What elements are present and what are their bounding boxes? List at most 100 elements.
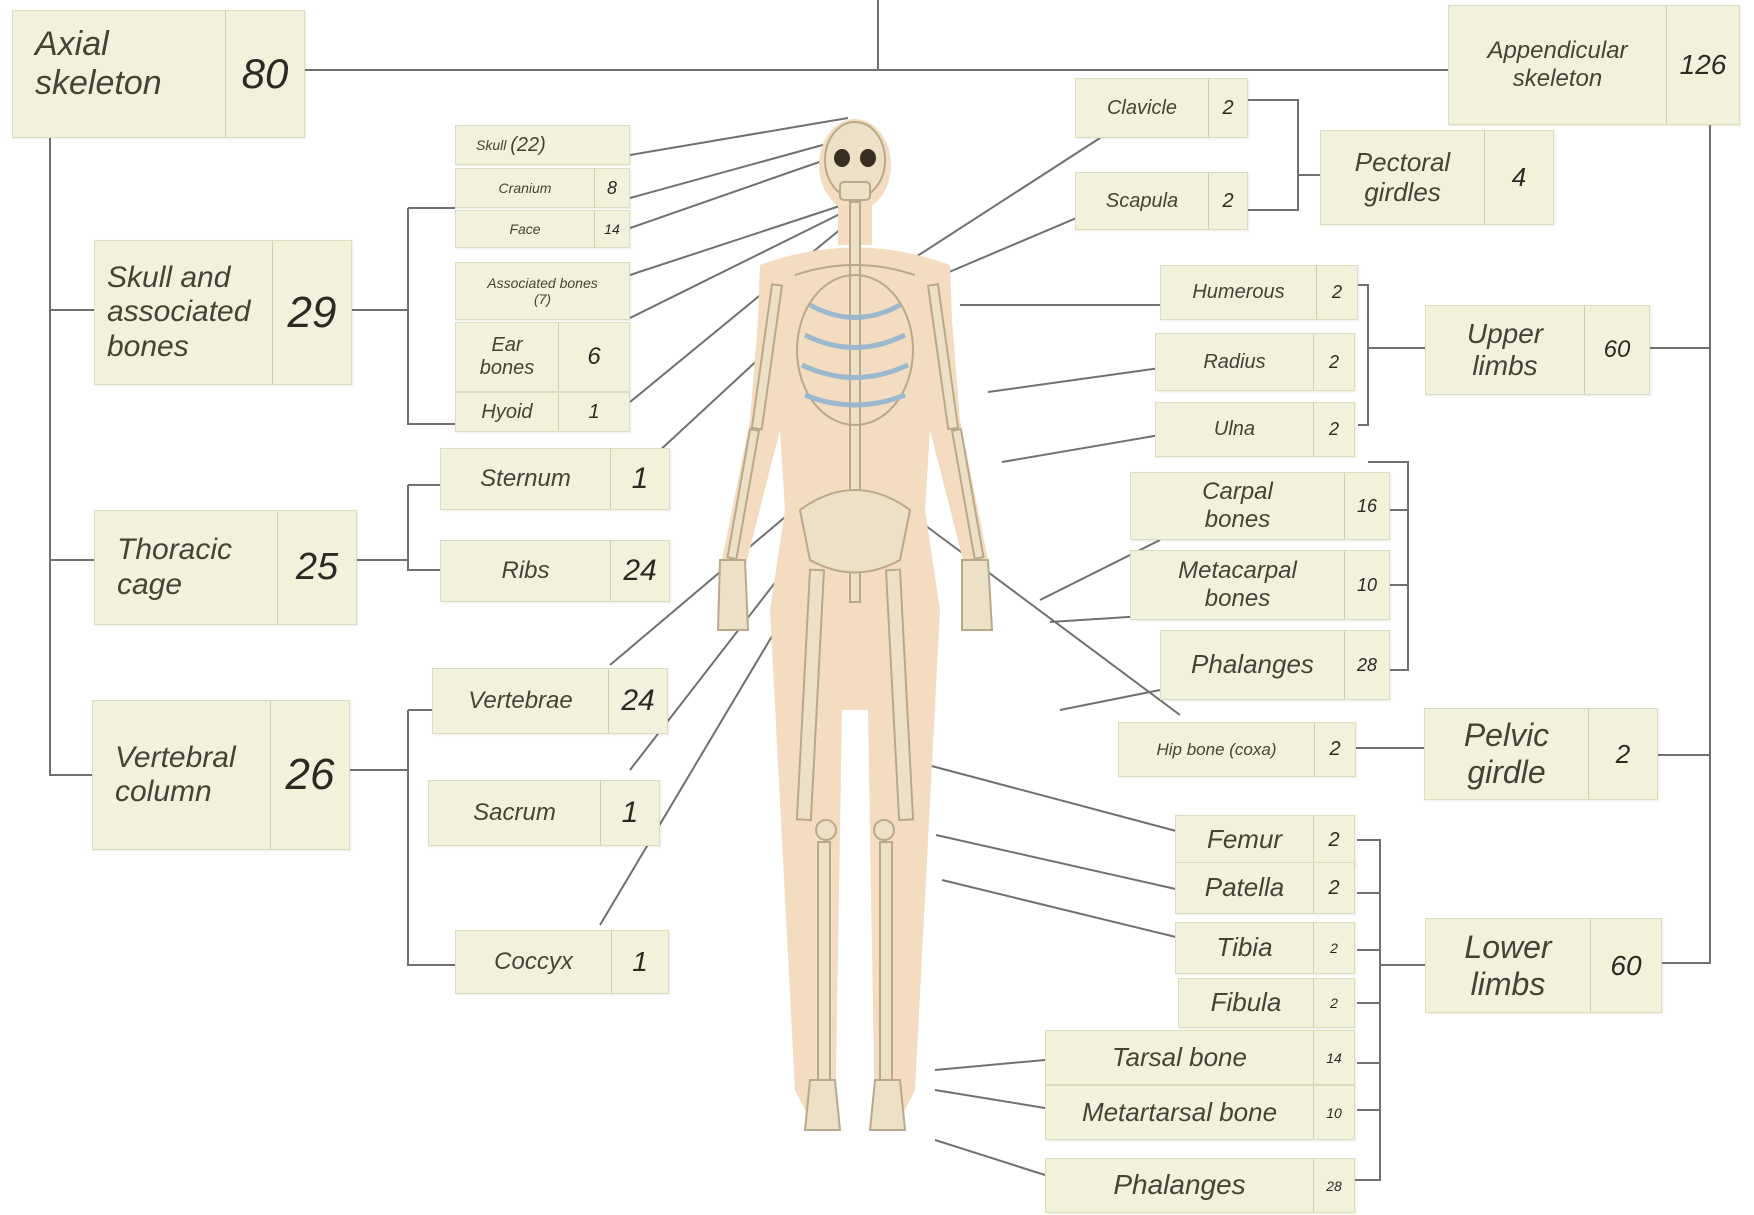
hip-bone-count: 2 bbox=[1314, 723, 1355, 776]
vertebrae-count: 24 bbox=[608, 669, 667, 733]
sacrum-box: Sacrum 1 bbox=[428, 780, 660, 846]
tarsal-bone-count: 14 bbox=[1313, 1031, 1354, 1084]
axial-skeleton-count: 80 bbox=[225, 11, 304, 137]
hyoid-label: Hyoid bbox=[456, 393, 558, 431]
radius-count: 2 bbox=[1313, 334, 1354, 390]
ulna-count: 2 bbox=[1313, 403, 1354, 456]
foot-phalanges-label: Phalanges bbox=[1046, 1159, 1313, 1212]
metacarpal-bones-label: Metacarpal bones bbox=[1131, 551, 1344, 619]
ear-bones-box: Ear bones 6 bbox=[455, 322, 630, 392]
vertebral-column-box: Vertebral column 26 bbox=[92, 700, 350, 850]
hand-phalanges-count: 28 bbox=[1344, 631, 1389, 699]
carpal-bones-count: 16 bbox=[1344, 473, 1389, 539]
sternum-count: 1 bbox=[610, 449, 669, 509]
femur-label: Femur bbox=[1176, 816, 1313, 864]
scapula-count: 2 bbox=[1208, 173, 1247, 229]
fibula-box: Fibula 2 bbox=[1178, 978, 1355, 1028]
coccyx-count: 1 bbox=[611, 931, 668, 993]
skull-associated-box: Skull and associated bones 29 bbox=[94, 240, 352, 385]
human-skeleton-illustration bbox=[690, 90, 1020, 1170]
ear-bones-label: Ear bones bbox=[456, 323, 558, 391]
skull-associated-count: 29 bbox=[272, 241, 351, 384]
femur-count: 2 bbox=[1313, 816, 1354, 864]
lower-limbs-box: Lower limbs 60 bbox=[1425, 918, 1662, 1013]
ulna-box: Ulna 2 bbox=[1155, 402, 1355, 457]
patella-box: Patella 2 bbox=[1175, 862, 1355, 914]
tibia-box: Tibia 2 bbox=[1175, 922, 1355, 974]
tarsal-bone-label: Tarsal bone bbox=[1046, 1031, 1313, 1084]
hand-phalanges-label: Phalanges bbox=[1161, 631, 1344, 699]
coccyx-box: Coccyx 1 bbox=[455, 930, 669, 994]
associated-bones-label: Associated bones (7) bbox=[456, 263, 629, 319]
metatarsal-bone-label: Metartarsal bone bbox=[1046, 1086, 1313, 1139]
appendicular-skeleton-label: Appendicular skeleton bbox=[1449, 6, 1666, 124]
cranium-label: Cranium bbox=[456, 169, 594, 207]
carpal-bones-box: Carpal bones 16 bbox=[1130, 472, 1390, 540]
fibula-label: Fibula bbox=[1179, 979, 1313, 1027]
upper-limbs-box: Upper limbs 60 bbox=[1425, 305, 1650, 395]
upper-limbs-label: Upper limbs bbox=[1426, 306, 1584, 394]
ulna-label: Ulna bbox=[1156, 403, 1313, 456]
tarsal-bone-box: Tarsal bone 14 bbox=[1045, 1030, 1355, 1085]
sacrum-label: Sacrum bbox=[429, 781, 600, 845]
fibula-count: 2 bbox=[1313, 979, 1354, 1027]
hyoid-count: 1 bbox=[558, 393, 629, 431]
hand-phalanges-box: Phalanges 28 bbox=[1160, 630, 1390, 700]
thoracic-cage-box: Thoracic cage 25 bbox=[94, 510, 357, 625]
skull-count: (22) bbox=[510, 134, 546, 157]
coccyx-label: Coccyx bbox=[456, 931, 611, 993]
cranium-count: 8 bbox=[594, 169, 629, 207]
metacarpal-bones-count: 10 bbox=[1344, 551, 1389, 619]
face-label: Face bbox=[456, 211, 594, 247]
humerus-box: Humerous 2 bbox=[1160, 265, 1358, 320]
skull-box: Skull (22) bbox=[455, 125, 630, 165]
metacarpal-bones-box: Metacarpal bones 10 bbox=[1130, 550, 1390, 620]
sternum-label: Sternum bbox=[441, 449, 610, 509]
ribs-box: Ribs 24 bbox=[440, 540, 670, 602]
scapula-label: Scapula bbox=[1076, 173, 1208, 229]
scapula-box: Scapula 2 bbox=[1075, 172, 1248, 230]
axial-skeleton-box: Axial skeleton 80 bbox=[12, 10, 305, 138]
carpal-bones-label: Carpal bones bbox=[1131, 473, 1344, 539]
thoracic-cage-count: 25 bbox=[277, 511, 356, 624]
ear-bones-count: 6 bbox=[558, 323, 629, 391]
humerus-count: 2 bbox=[1316, 266, 1357, 319]
lower-limbs-count: 60 bbox=[1590, 919, 1661, 1012]
thoracic-cage-label: Thoracic cage bbox=[95, 511, 277, 624]
pelvic-girdle-label: Pelvic girdle bbox=[1425, 709, 1588, 799]
foot-phalanges-count: 28 bbox=[1313, 1159, 1354, 1212]
skull-associated-label: Skull and associated bones bbox=[95, 241, 272, 384]
foot-phalanges-box: Phalanges 28 bbox=[1045, 1158, 1355, 1213]
face-count: 14 bbox=[594, 211, 629, 247]
clavicle-count: 2 bbox=[1208, 79, 1247, 137]
cranium-box: Cranium 8 bbox=[455, 168, 630, 208]
metatarsal-bone-box: Metartarsal bone 10 bbox=[1045, 1085, 1355, 1140]
pelvic-girdle-count: 2 bbox=[1588, 709, 1657, 799]
pectoral-girdles-count: 4 bbox=[1484, 131, 1553, 224]
sternum-box: Sternum 1 bbox=[440, 448, 670, 510]
metatarsal-bone-count: 10 bbox=[1313, 1086, 1354, 1139]
vertebral-column-count: 26 bbox=[270, 701, 349, 849]
clavicle-label: Clavicle bbox=[1076, 79, 1208, 137]
femur-box: Femur 2 bbox=[1175, 815, 1355, 865]
ribs-label: Ribs bbox=[441, 541, 610, 601]
vertebrae-box: Vertebrae 24 bbox=[432, 668, 668, 734]
tibia-count: 2 bbox=[1313, 923, 1354, 973]
associated-bones-box: Associated bones (7) bbox=[455, 262, 630, 320]
pectoral-girdles-label: Pectoral girdles bbox=[1321, 131, 1484, 224]
humerus-label: Humerous bbox=[1161, 266, 1316, 319]
sacrum-count: 1 bbox=[600, 781, 659, 845]
radius-box: Radius 2 bbox=[1155, 333, 1355, 391]
appendicular-skeleton-count: 126 bbox=[1666, 6, 1739, 124]
patella-count: 2 bbox=[1313, 863, 1354, 913]
hyoid-box: Hyoid 1 bbox=[455, 392, 630, 432]
tibia-label: Tibia bbox=[1176, 923, 1313, 973]
lower-limbs-label: Lower limbs bbox=[1426, 919, 1590, 1012]
face-box: Face 14 bbox=[455, 210, 630, 248]
clavicle-box: Clavicle 2 bbox=[1075, 78, 1248, 138]
pectoral-girdles-box: Pectoral girdles 4 bbox=[1320, 130, 1554, 225]
upper-limbs-count: 60 bbox=[1584, 306, 1649, 394]
skull-label: Skull bbox=[476, 137, 506, 153]
patella-label: Patella bbox=[1176, 863, 1313, 913]
vertebral-column-label: Vertebral column bbox=[93, 701, 270, 849]
